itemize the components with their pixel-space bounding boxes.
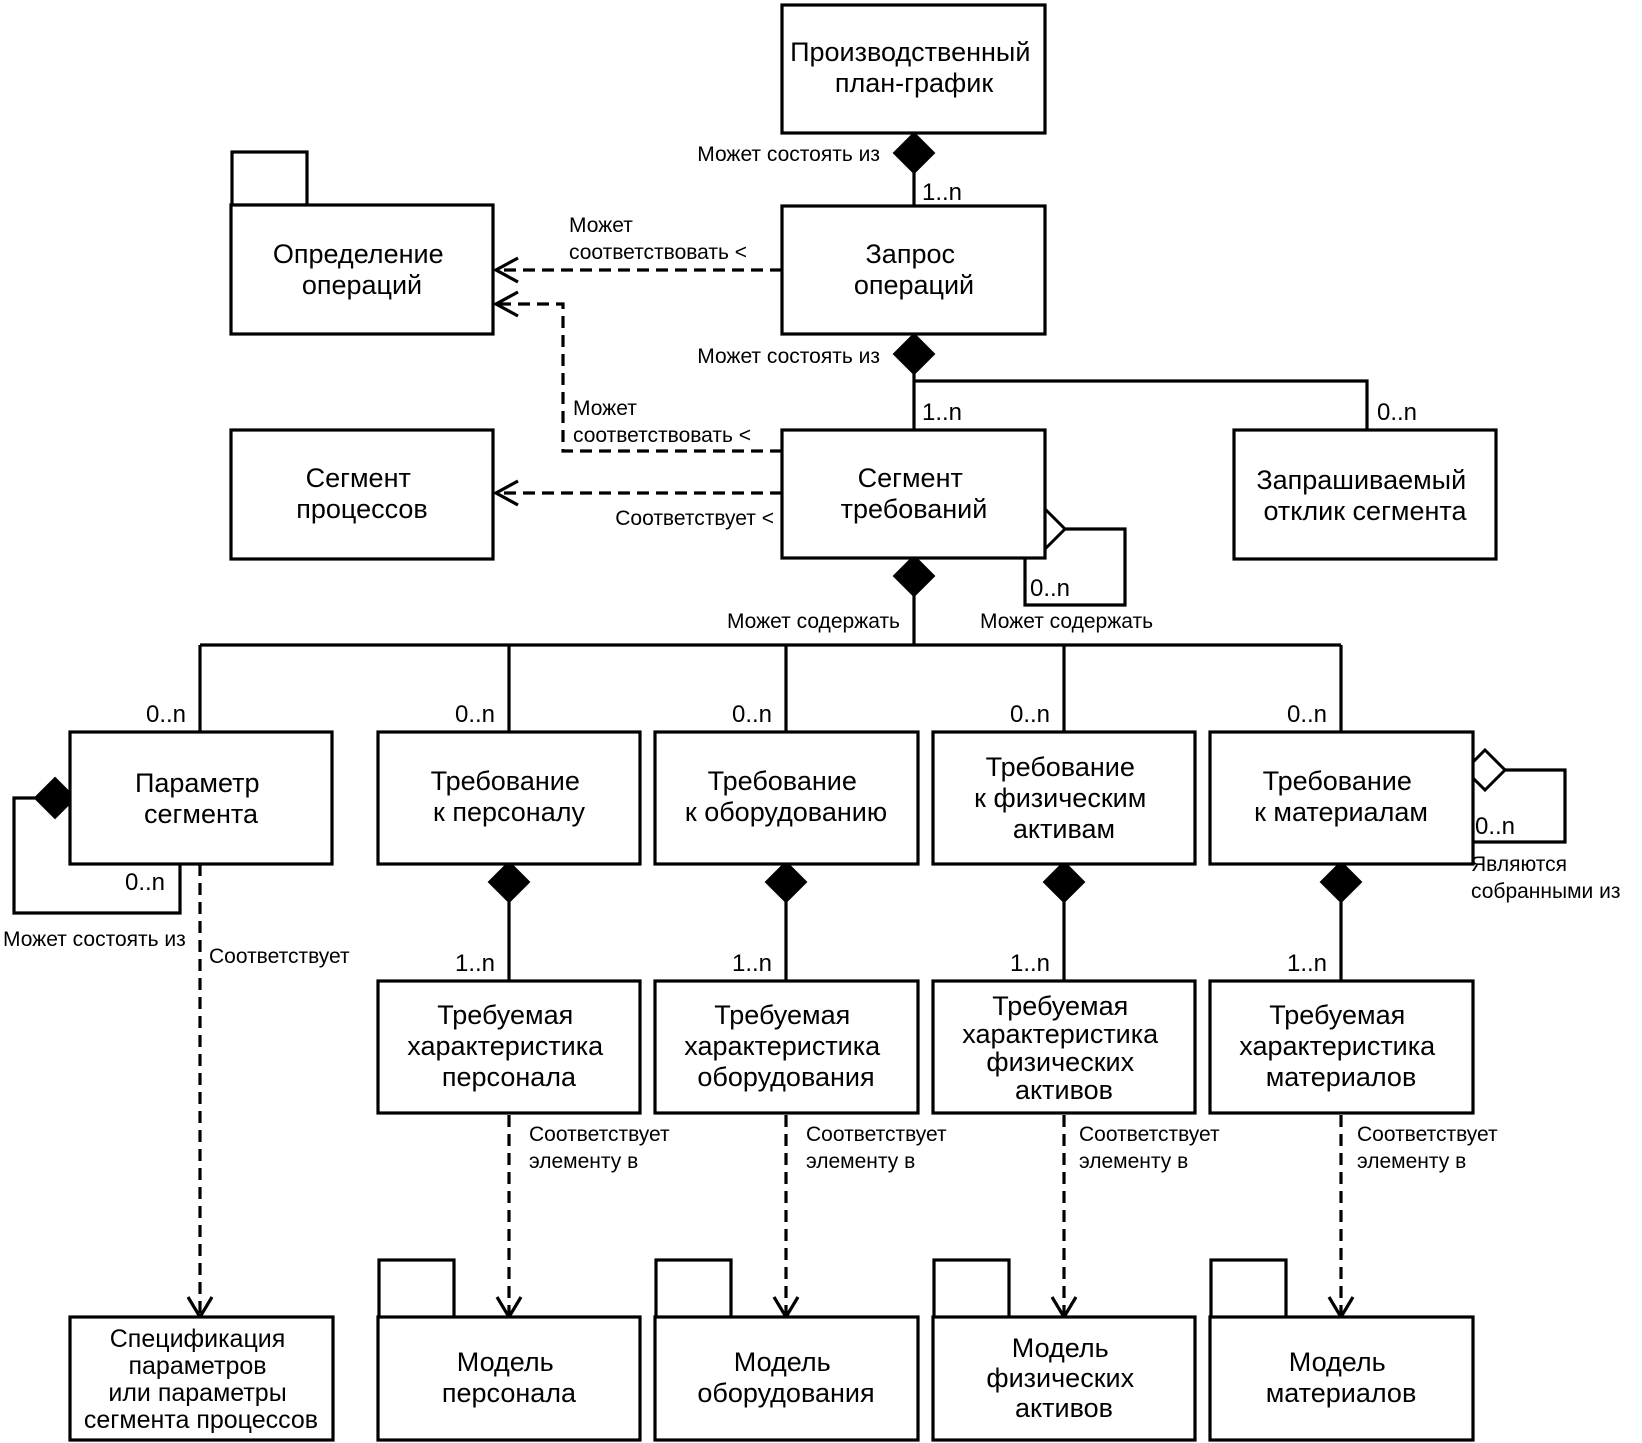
box-material-requirement: Требование к материалам — [1208, 730, 1475, 866]
diamond-equipment — [764, 860, 808, 904]
box-operations-request: Запрос операций — [780, 204, 1047, 336]
box-personnel-property: Требуемая характеристика персонала — [376, 979, 642, 1115]
label-may-correspond-request: Может соответствовать < — [569, 214, 747, 264]
multiplicity-equipment-property: 1..n — [732, 950, 772, 977]
connector-parameter-self — [12, 796, 182, 915]
box-production-schedule-text: Производственный план-график — [790, 37, 1038, 98]
diamond-physical — [1042, 860, 1086, 904]
package-personnel-model: Модель персонала — [376, 1315, 642, 1442]
connector-segment-self — [1023, 527, 1127, 607]
box-physical-asset-requirement: Требование к физическим активам — [931, 730, 1197, 866]
box-personnel-property-text: Требуемая характеристика персонала — [407, 1000, 610, 1092]
package-tab-personnel-model — [377, 1258, 456, 1320]
diamond-personnel — [487, 860, 531, 904]
package-tab-material-model — [1209, 1258, 1288, 1320]
package-equipment-model: Модель оборудования — [653, 1315, 920, 1442]
box-physical-asset-requirement-text: Требование к физическим активам — [974, 752, 1154, 844]
box-parameter-specification-text: Спецификация параметров или параметры се… — [84, 1325, 318, 1434]
box-segment-requirement-text: Сегмент требований — [841, 463, 988, 524]
multiplicity-physical-property: 1..n — [1010, 950, 1050, 977]
multiplicity-material-self: 0..n — [1475, 813, 1515, 840]
label-may-consist-of-request: Может состоять из — [697, 345, 880, 368]
package-equipment-model-text: Модель оборудования — [697, 1347, 874, 1408]
box-physical-asset-property-text: Требуемая характеристика физических акти… — [962, 991, 1165, 1105]
box-segment-parameter: Параметр сегмента — [68, 730, 334, 866]
label-may-correspond-segment: Может соответствовать < — [573, 397, 751, 447]
multiplicity-personnel-property: 1..n — [455, 950, 495, 977]
multiplicity-parameter-self: 0..n — [125, 869, 165, 896]
label-corresponds-process-segment: Соответствует < — [615, 507, 774, 530]
multiplicity-parameter: 0..n — [146, 701, 186, 728]
box-physical-asset-property: Требуемая характеристика физических акти… — [931, 979, 1197, 1115]
arrowhead-segment-process — [492, 479, 519, 507]
box-equipment-requirement: Требование к оборудованию — [653, 730, 920, 866]
label-may-contain-segment: Может содержать — [727, 610, 900, 633]
diamond-segment-bottom — [892, 554, 936, 598]
multiplicity-equipment-requirement: 0..n — [732, 701, 772, 728]
label-corresponds-element-physical: Соответствует элементу в — [1079, 1123, 1226, 1173]
box-production-schedule: Производственный план-график — [780, 3, 1047, 135]
package-operations-definition: Определение операций — [229, 203, 495, 336]
box-requested-segment-response-text: Запрашиваемый отклик сегмента — [1256, 465, 1473, 526]
diamond-schedule — [892, 131, 936, 175]
box-material-property-text: Требуемая характеристика материалов — [1239, 1000, 1442, 1092]
diamond-request — [892, 332, 936, 376]
arrowhead-request-definition — [492, 256, 519, 284]
dependency-segment-definition — [496, 302, 782, 453]
box-segment-parameter-text: Параметр сегмента — [135, 768, 267, 829]
diamond-parameter-self — [33, 776, 77, 820]
box-equipment-property: Требуемая характеристика оборудования — [653, 979, 920, 1115]
package-material-model: Модель материалов — [1208, 1315, 1475, 1442]
connector-request-response — [914, 379, 1369, 430]
multiplicity-material-property: 1..n — [1287, 950, 1327, 977]
package-personnel-model-text: Модель персонала — [442, 1347, 577, 1408]
multiplicity-response: 0..n — [1377, 399, 1417, 426]
label-may-contain-self: Может содержать — [980, 610, 1153, 633]
label-corresponds-element-material: Соответствует элементу в — [1357, 1123, 1504, 1173]
label-corresponds-element-equipment: Соответствует элементу в — [806, 1123, 953, 1173]
box-material-requirement-text: Требование к материалам — [1254, 766, 1428, 827]
diamond-material — [1319, 860, 1363, 904]
label-may-consist-of-parameter: Может состоять из — [3, 928, 186, 951]
multiplicity-physical-requirement: 0..n — [1010, 701, 1050, 728]
box-parameter-specification: Спецификация параметров или параметры се… — [68, 1315, 335, 1442]
package-tab-equipment-model — [654, 1258, 733, 1320]
box-segment-requirement: Сегмент требований — [780, 428, 1047, 560]
box-personnel-requirement: Требование к персоналу — [376, 730, 642, 866]
multiplicity-material-requirement: 0..n — [1287, 701, 1327, 728]
multiplicity-segment-self: 0..n — [1030, 575, 1070, 602]
package-physical-asset-model-text: Модель физических активов — [986, 1333, 1141, 1423]
label-are-assembled-from: Являются собранными из — [1471, 853, 1620, 903]
multiplicity-personnel-requirement: 0..n — [455, 701, 495, 728]
multiplicity-segment: 1..n — [922, 399, 962, 426]
box-process-segment-text: Сегмент процессов — [296, 463, 428, 524]
package-tab-physical-model — [932, 1258, 1011, 1320]
package-operations-definition-text: Определение операций — [273, 239, 451, 300]
label-may-consist-of-schedule: Может состоять из — [697, 143, 880, 166]
box-material-property: Требуемая характеристика материалов — [1208, 979, 1475, 1115]
arrowhead-segment-definition — [492, 290, 519, 318]
box-personnel-requirement-text: Требование к персоналу — [431, 766, 588, 827]
label-corresponds-parameter: Соответствует — [209, 945, 350, 968]
box-requested-segment-response: Запрашиваемый отклик сегмента — [1232, 428, 1498, 561]
multiplicity-request: 1..n — [922, 179, 962, 206]
package-physical-asset-model: Модель физических активов — [931, 1315, 1197, 1442]
package-material-model-text: Модель материалов — [1266, 1347, 1417, 1408]
box-equipment-property-text: Требуемая характеристика оборудования — [684, 1000, 887, 1092]
connector-material-self — [1470, 768, 1567, 844]
label-corresponds-element-personnel: Соответствует элементу в — [529, 1123, 676, 1173]
package-tab-definition — [230, 150, 309, 207]
box-process-segment: Сегмент процессов — [229, 428, 495, 561]
box-operations-request-text: Запрос операций — [854, 239, 974, 300]
box-equipment-requirement-text: Требование к оборудованию — [685, 766, 887, 827]
